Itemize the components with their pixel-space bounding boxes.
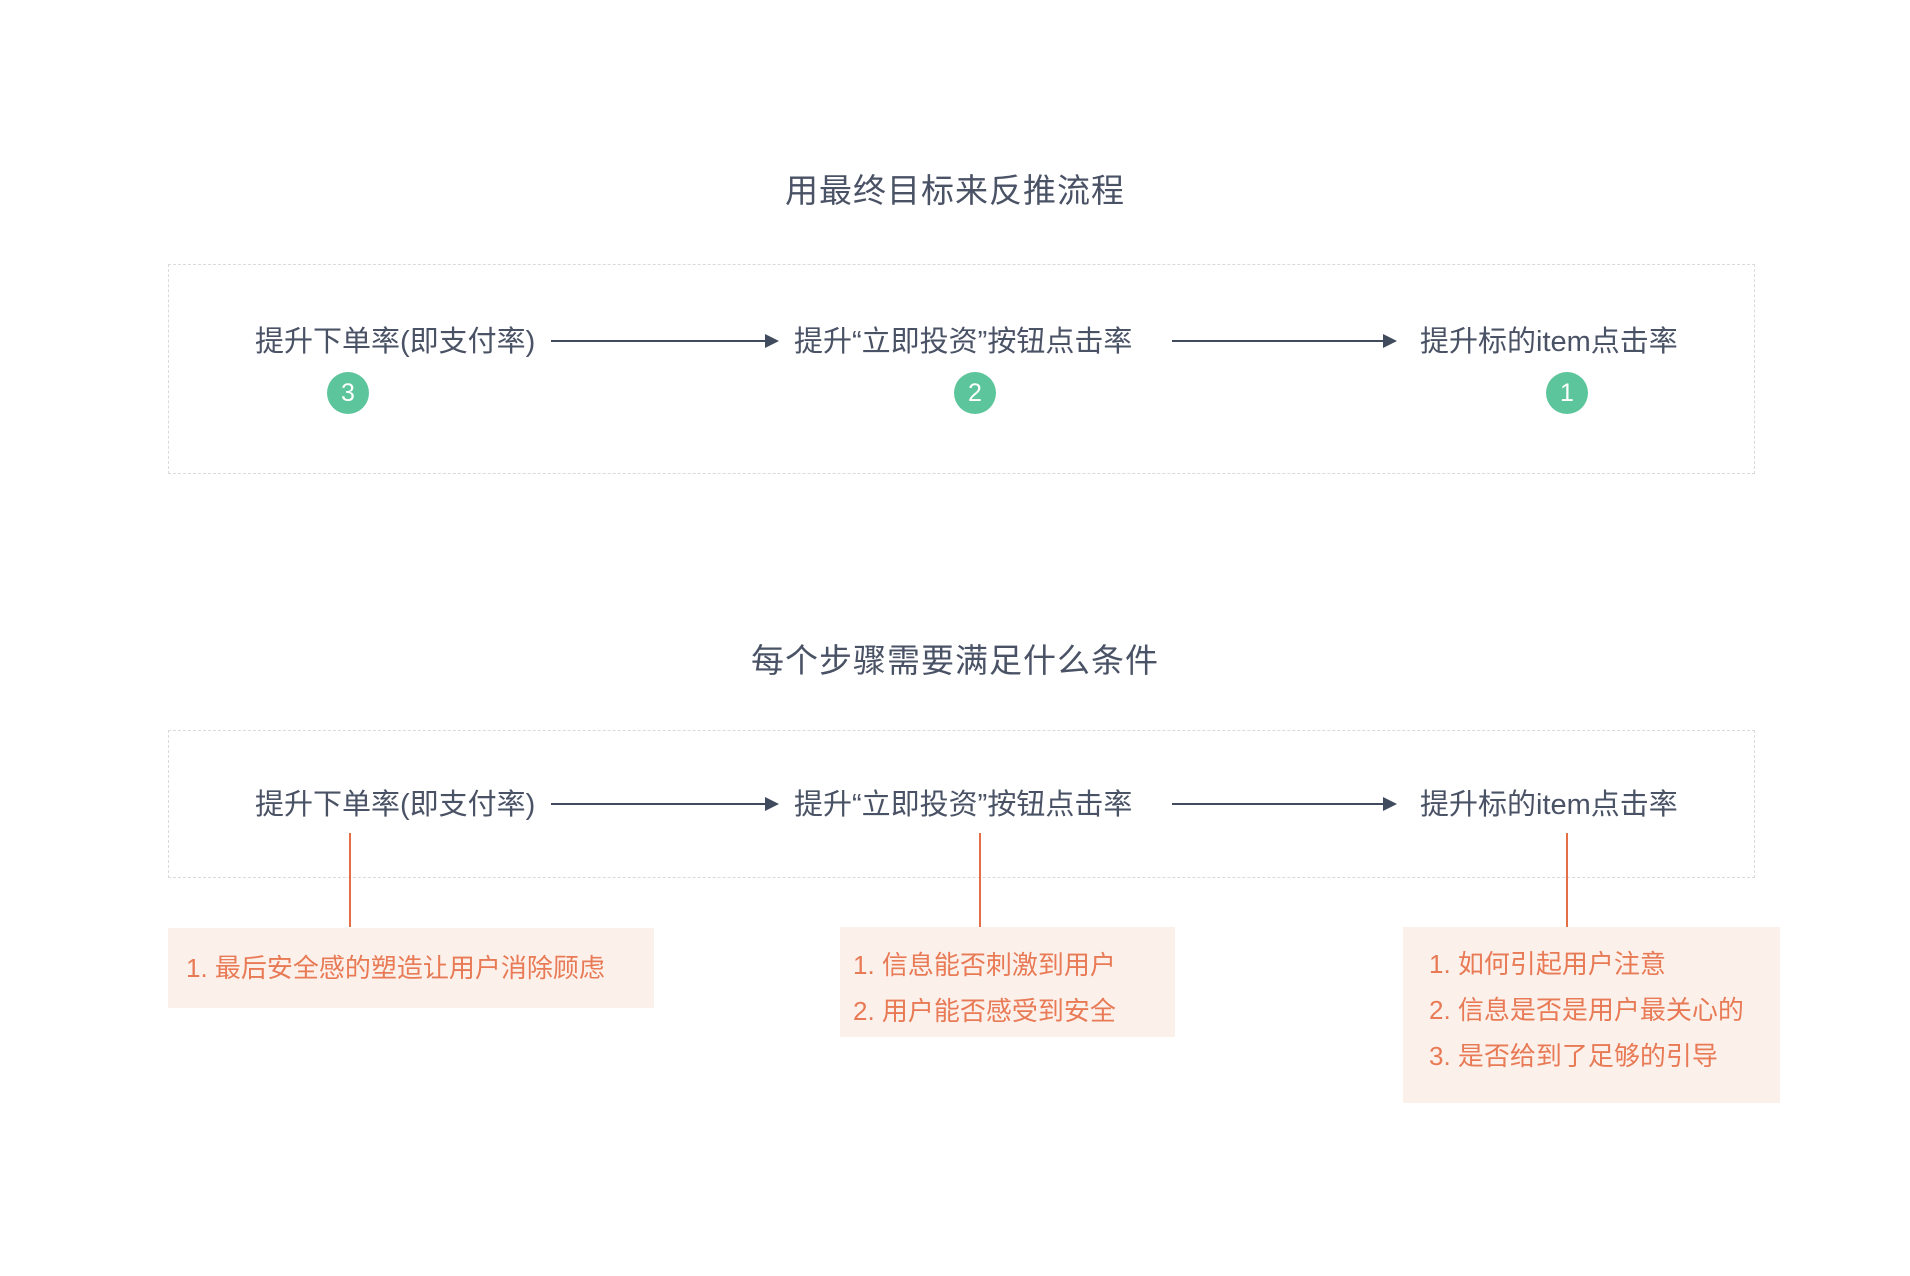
flow1-node-order-rate: 提升下单率(即支付率) (255, 326, 536, 358)
flow1-node-invest-button: 提升“立即投资”按钮点击率 (794, 326, 1133, 358)
arrow-head-icon (765, 334, 779, 348)
step-badge-2: 2 (954, 372, 996, 414)
arrow-shaft (1172, 340, 1384, 342)
connector-line (349, 833, 351, 927)
section1-title: 用最终目标来反推流程 (785, 172, 1125, 209)
section2-title: 每个步骤需要满足什么条件 (751, 642, 1159, 679)
arrow-shaft (1172, 803, 1384, 805)
flow1-node-item-click: 提升标的item点击率 (1420, 326, 1678, 358)
connector-line (1566, 833, 1568, 927)
note-box-order-rate: 1. 最后安全感的塑造让用户消除顾虑 (168, 928, 654, 1008)
connector-line (979, 833, 981, 927)
note-line: 2. 用户能否感受到安全 (853, 996, 1116, 1026)
goal-flow-box (168, 264, 1755, 474)
note-line: 1. 如何引起用户注意 (1429, 949, 1666, 979)
arrow-head-icon (1383, 797, 1397, 811)
flow2-node-invest-button: 提升“立即投资”按钮点击率 (794, 789, 1133, 821)
flow2-node-item-click: 提升标的item点击率 (1420, 789, 1678, 821)
arrow-shaft (551, 340, 766, 342)
note-line: 1. 最后安全感的塑造让用户消除顾虑 (186, 953, 605, 983)
arrow-head-icon (1383, 334, 1397, 348)
conditions-flow-box (168, 730, 1755, 878)
arrow-head-icon (765, 797, 779, 811)
arrow-shaft (551, 803, 766, 805)
note-line: 1. 信息能否刺激到用户 (853, 950, 1116, 980)
step-badge-1: 1 (1546, 372, 1588, 414)
note-box-item-click: 1. 如何引起用户注意 2. 信息是否是用户最关心的 3. 是否给到了足够的引导 (1403, 927, 1780, 1103)
flow2-node-order-rate: 提升下单率(即支付率) (255, 789, 536, 821)
note-line: 3. 是否给到了足够的引导 (1429, 1041, 1718, 1071)
note-line: 2. 信息是否是用户最关心的 (1429, 995, 1744, 1025)
step-badge-3: 3 (327, 372, 369, 414)
note-box-invest-button: 1. 信息能否刺激到用户 2. 用户能否感受到安全 (840, 927, 1175, 1037)
